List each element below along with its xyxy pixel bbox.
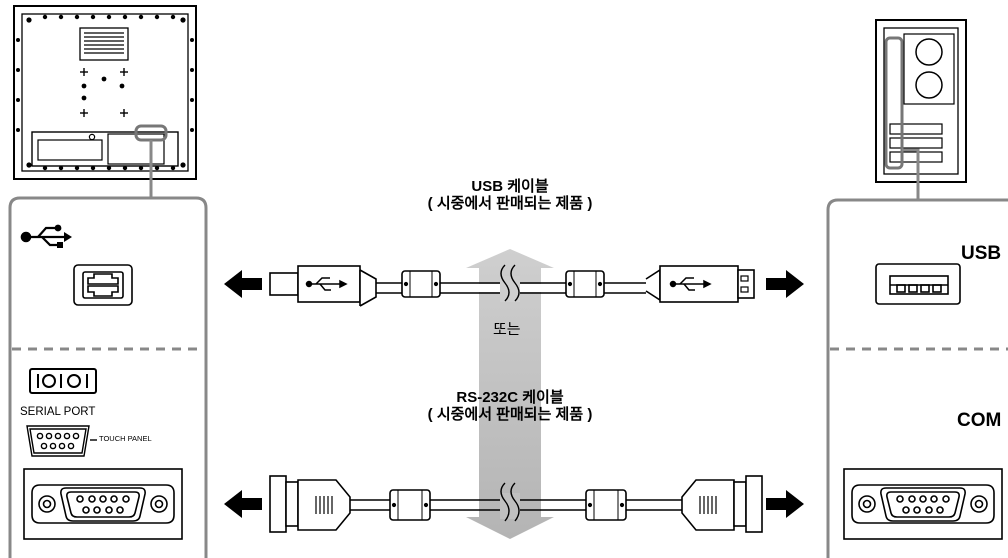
pc-com-label: COM	[957, 410, 1002, 431]
monitor-back-illustration	[13, 5, 197, 198]
or-label: 또는	[493, 321, 521, 338]
touch-panel-label: TOUCH PANEL	[99, 434, 152, 443]
rs232c-cable	[269, 475, 763, 533]
usb-icon	[20, 224, 72, 248]
serial-port-label: SERIAL PORT	[20, 406, 96, 418]
either-or-arrow	[466, 249, 554, 539]
arrow-right-icon	[766, 270, 804, 298]
pc-usb-label: USB	[961, 243, 1002, 264]
touch-panel-connector	[26, 425, 97, 457]
usb-cable	[269, 264, 755, 307]
pc-usb-a-port	[875, 263, 961, 305]
usb-b-port	[73, 264, 133, 306]
pc-db9-port	[843, 468, 1003, 540]
serial-port-icon	[29, 368, 97, 394]
monitor-connector-panel	[8, 196, 208, 558]
pc-back-illustration	[875, 19, 967, 200]
rs232c-cable-subtitle: ( 시중에서 판매되는 제품 )	[427, 406, 593, 423]
pc-connector-panel	[826, 198, 1008, 558]
monitor-db9-port	[23, 468, 183, 540]
rs232c-cable-title-block: RS-232C 케이블 ( 시중에서 판매되는 제품 )	[400, 389, 620, 423]
usb-cable-title-block: USB 케이블 ( 시중에서 판매되는 제품 )	[400, 178, 620, 212]
arrow-left-icon	[224, 270, 262, 298]
arrow-right-icon	[766, 490, 804, 518]
rs232c-cable-title: RS-232C 케이블	[456, 389, 564, 406]
arrow-left-icon	[224, 490, 262, 518]
usb-cable-title: USB 케이블	[471, 178, 549, 195]
usb-cable-subtitle: ( 시중에서 판매되는 제품 )	[427, 195, 593, 212]
